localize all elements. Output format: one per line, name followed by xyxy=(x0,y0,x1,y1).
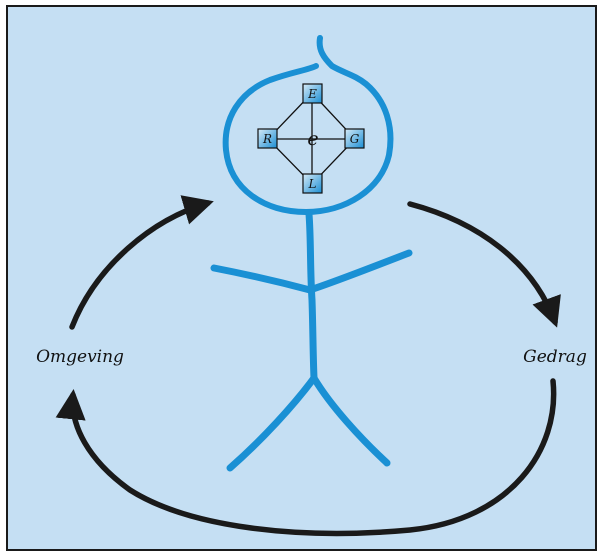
node-bottom-box xyxy=(302,173,323,194)
node-top: E xyxy=(302,83,323,104)
figure-arms xyxy=(210,249,413,294)
node-right: G xyxy=(344,128,365,149)
diagram-background xyxy=(6,5,597,551)
node-left-label: R xyxy=(262,132,272,146)
cycle-arrows xyxy=(55,195,561,537)
figure-right-leg xyxy=(310,374,391,467)
node-left: R xyxy=(257,128,278,149)
figure-left-leg xyxy=(226,374,318,472)
label-behaviour: Gedrag xyxy=(523,347,587,367)
node-right-box xyxy=(344,128,365,149)
stick-figure xyxy=(210,35,413,472)
node-top-box xyxy=(302,83,323,104)
node-bottom-label: L xyxy=(308,177,317,191)
arrow-figure-to-behaviour xyxy=(407,201,561,328)
center-label: e xyxy=(307,128,318,150)
figure-spine xyxy=(305,210,318,382)
arrow-environment-to-figure xyxy=(69,195,214,330)
node-network: e E R G L xyxy=(257,83,365,194)
node-left-box xyxy=(257,128,278,149)
figure-head xyxy=(222,35,394,215)
arrow-behaviour-to-environment xyxy=(55,378,557,537)
node-right-label: G xyxy=(350,132,360,146)
node-top-label: E xyxy=(307,87,317,101)
label-environment: Omgeving xyxy=(36,347,124,367)
node-bottom: L xyxy=(302,173,323,194)
